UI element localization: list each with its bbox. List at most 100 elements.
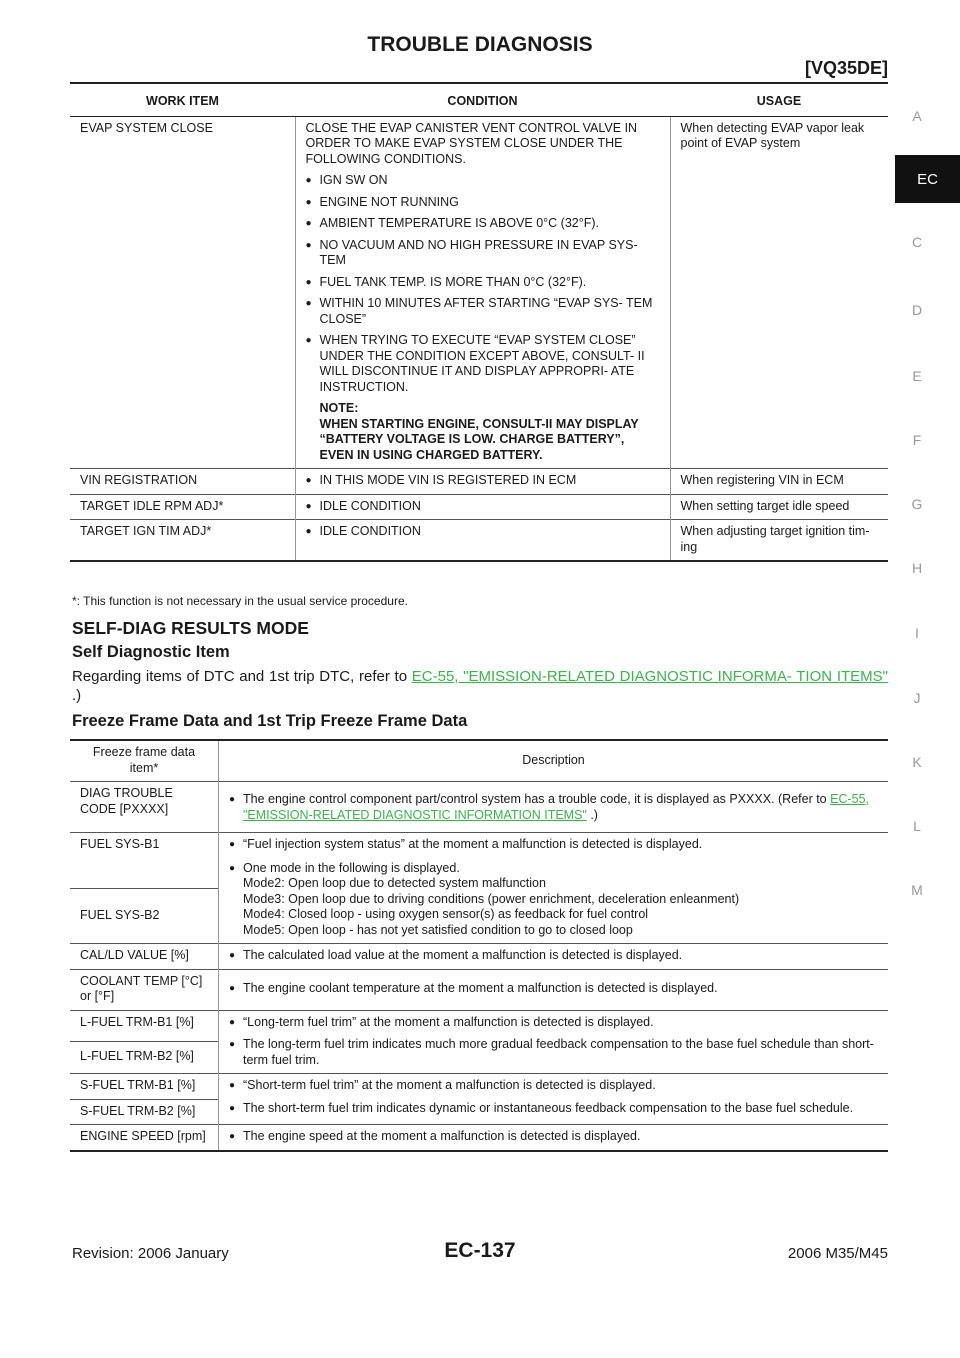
table-row: COOLANT TEMP [°C] or [°F] The engine coo… — [70, 968, 888, 1010]
usage-cell: When registering VIN in ECM — [669, 468, 888, 494]
revision-date: Revision: 2006 January — [72, 1245, 229, 1262]
section-tab-c[interactable]: C — [911, 234, 923, 250]
table-row: VIN REGISTRATION IN THIS MODE VIN IS REG… — [70, 468, 888, 494]
section-tab-m[interactable]: M — [911, 882, 923, 898]
footnote: *: This function is not necessary in the… — [72, 594, 408, 608]
list-item: FUEL TANK TEMP. IS MORE THAN 0°C (32°F). — [306, 275, 660, 291]
table-row: TARGET IDLE RPM ADJ* IDLE CONDITION When… — [70, 493, 888, 520]
section-tab-g[interactable]: G — [911, 496, 923, 512]
reference-link[interactable]: EC-55, "EMISSION-RELATED DIAGNOSTIC INFO… — [243, 792, 870, 822]
description-text: The engine control component part/contro… — [243, 792, 831, 806]
list-item: ENGINE NOT RUNNING — [306, 195, 660, 211]
list-item: The engine coolant temperature at the mo… — [229, 981, 878, 997]
mode-line: Mode3: Open loop due to driving conditio… — [243, 891, 740, 906]
reference-paragraph: Regarding items of DTC and 1st trip DTC,… — [72, 667, 888, 705]
table-row: DIAG TROUBLE CODE [PXXXX] The engine con… — [70, 781, 888, 833]
condition-cell: IN THIS MODE VIN IS REGISTERED IN ECM — [294, 468, 670, 494]
list-item: WHEN TRYING TO EXECUTE “EVAP SYSTEM CLOS… — [306, 333, 660, 395]
mode-line: Mode5: Open loop - has not yet satisfied… — [243, 922, 633, 937]
table-row: L-FUEL TRM-B1 [%] “Long-term fuel trim” … — [70, 1009, 888, 1074]
list-item: The engine control component part/contro… — [229, 792, 878, 823]
description-cell: The engine coolant temperature at the mo… — [218, 968, 888, 1010]
item-cell: ENGINE SPEED [rpm] — [70, 1124, 219, 1152]
item-cell: DIAG TROUBLE CODE [PXXXX] — [70, 781, 219, 833]
section-heading: SELF-DIAG RESULTS MODE — [72, 618, 309, 638]
condition-cell: IDLE CONDITION — [294, 493, 670, 520]
item-cell: COOLANT TEMP [°C] or [°F] — [70, 968, 219, 1010]
list-item: “Short-term fuel trim” at the moment a m… — [229, 1078, 878, 1094]
section-tab-l[interactable]: L — [913, 818, 921, 834]
freeze-frame-table: Freeze frame data item* Description DIAG… — [70, 739, 888, 1152]
condition-list: IGN SW ON ENGINE NOT RUNNING AMBIENT TEM… — [306, 173, 660, 395]
section-tab-a[interactable]: A — [912, 108, 922, 124]
condition-cell: CLOSE THE EVAP CANISTER VENT CONTROL VAL… — [294, 115, 670, 469]
table-row: FUEL SYS-B2 — [70, 887, 888, 944]
list-item: WITHIN 10 MINUTES AFTER STARTING “EVAP S… — [306, 296, 660, 327]
item-cell: CAL/LD VALUE [%] — [70, 943, 219, 969]
description-cell: “Fuel injection system status” at the mo… — [218, 832, 888, 944]
list-item: NO VACUUM AND NO HIGH PRESSURE IN EVAP S… — [306, 238, 660, 269]
item-cell: S-FUEL TRM-B1 [%] — [70, 1073, 219, 1099]
list-item: The long-term fuel trim indicates much m… — [229, 1037, 878, 1068]
list-item-text: One mode in the following is displayed. — [243, 860, 460, 875]
usage-cell: When adjusting target ignition tim- ing — [669, 519, 888, 562]
section-tab-k[interactable]: K — [912, 754, 922, 770]
work-item-cell: TARGET IGN TIM ADJ* — [70, 519, 295, 562]
table-row: EVAP SYSTEM CLOSE CLOSE THE EVAP CANISTE… — [70, 115, 888, 469]
description-cell: The engine speed at the moment a malfunc… — [218, 1124, 888, 1152]
section-tab-d[interactable]: D — [911, 302, 923, 318]
header-divider — [70, 82, 888, 84]
paragraph-text: Regarding items of DTC and 1st trip DTC,… — [72, 668, 412, 685]
table-row: CAL/LD VALUE [%] The calculated load val… — [70, 943, 888, 969]
col-header-description: Description — [218, 739, 888, 782]
list-item: IDLE CONDITION — [306, 524, 660, 540]
item-cell: FUEL SYS-B2 — [70, 887, 219, 944]
table-row: ENGINE SPEED [rpm] The engine speed at t… — [70, 1124, 888, 1152]
engine-model-code: [VQ35DE] — [804, 58, 888, 78]
item-cell: S-FUEL TRM-B2 [%] — [70, 1098, 219, 1125]
col-header-usage: USAGE — [670, 88, 888, 117]
note-text: WHEN STARTING ENGINE, CONSULT-II MAY DIS… — [319, 416, 639, 462]
mode-line: Mode4: Closed loop - using oxygen sensor… — [243, 907, 649, 921]
section-tab-h[interactable]: H — [911, 560, 923, 576]
table-row: L-FUEL TRM-B2 [%] — [70, 1041, 888, 1074]
reference-link[interactable]: EC-55, "EMISSION-RELATED DIAGNOSTIC INFO… — [411, 668, 888, 685]
mode-line: Mode2: Open loop due to detected system … — [243, 876, 546, 890]
section-tab-i[interactable]: I — [915, 625, 919, 641]
description-cell: The engine control component part/contro… — [218, 781, 888, 833]
list-item: “Long-term fuel trim” at the moment a ma… — [229, 1015, 878, 1031]
page-title: TROUBLE DIAGNOSIS — [367, 33, 593, 56]
subsection-heading: Freeze Frame Data and 1st Trip Freeze Fr… — [72, 712, 468, 730]
table-row: S-FUEL TRM-B2 [%] — [70, 1098, 888, 1125]
col-header-work-item: WORK ITEM — [70, 88, 295, 117]
col-header-condition: CONDITION — [295, 88, 670, 117]
description-suffix: .) — [586, 807, 598, 822]
work-item-cell: TARGET IDLE RPM ADJ* — [70, 493, 295, 520]
work-item-cell: EVAP SYSTEM CLOSE — [70, 115, 295, 469]
table-row: TARGET IGN TIM ADJ* IDLE CONDITION When … — [70, 519, 888, 562]
table-header-row: Freeze frame data item* Description — [70, 739, 888, 782]
section-tab-e[interactable]: E — [912, 368, 922, 384]
section-tab-ec[interactable]: EC — [895, 155, 960, 203]
table-row: FUEL SYS-B1 “Fuel injection system statu… — [70, 832, 888, 944]
note-label: NOTE: — [319, 401, 359, 415]
usage-cell: When setting target idle speed — [669, 493, 888, 520]
table-row: S-FUEL TRM-B1 [%] “Short-term fuel trim”… — [70, 1073, 888, 1125]
section-tab-f[interactable]: F — [912, 432, 922, 448]
section-tab-j[interactable]: J — [913, 690, 921, 706]
paragraph-suffix: .) — [72, 687, 82, 704]
item-cell: L-FUEL TRM-B2 [%] — [70, 1041, 219, 1074]
usage-cell: When detecting EVAP vapor leak point of … — [669, 115, 888, 469]
condition-intro: CLOSE THE EVAP CANISTER VENT CONTROL VAL… — [305, 120, 638, 166]
list-item: AMBIENT TEMPERATURE IS ABOVE 0°C (32°F). — [306, 216, 660, 232]
list-item: The calculated load value at the moment … — [229, 948, 878, 964]
item-cell: L-FUEL TRM-B1 [%] — [70, 1009, 219, 1042]
description-cell: “Long-term fuel trim” at the moment a ma… — [218, 1009, 888, 1074]
list-item: The engine speed at the moment a malfunc… — [229, 1129, 878, 1145]
col-header-item: Freeze frame data item* — [70, 739, 219, 782]
page-number: EC-137 — [444, 1239, 516, 1262]
list-item: IDLE CONDITION — [306, 499, 660, 515]
vehicle-model: 2006 M35/M45 — [787, 1245, 888, 1262]
description-cell: The calculated load value at the moment … — [218, 943, 888, 969]
list-item: One mode in the following is displayed.M… — [229, 861, 878, 939]
